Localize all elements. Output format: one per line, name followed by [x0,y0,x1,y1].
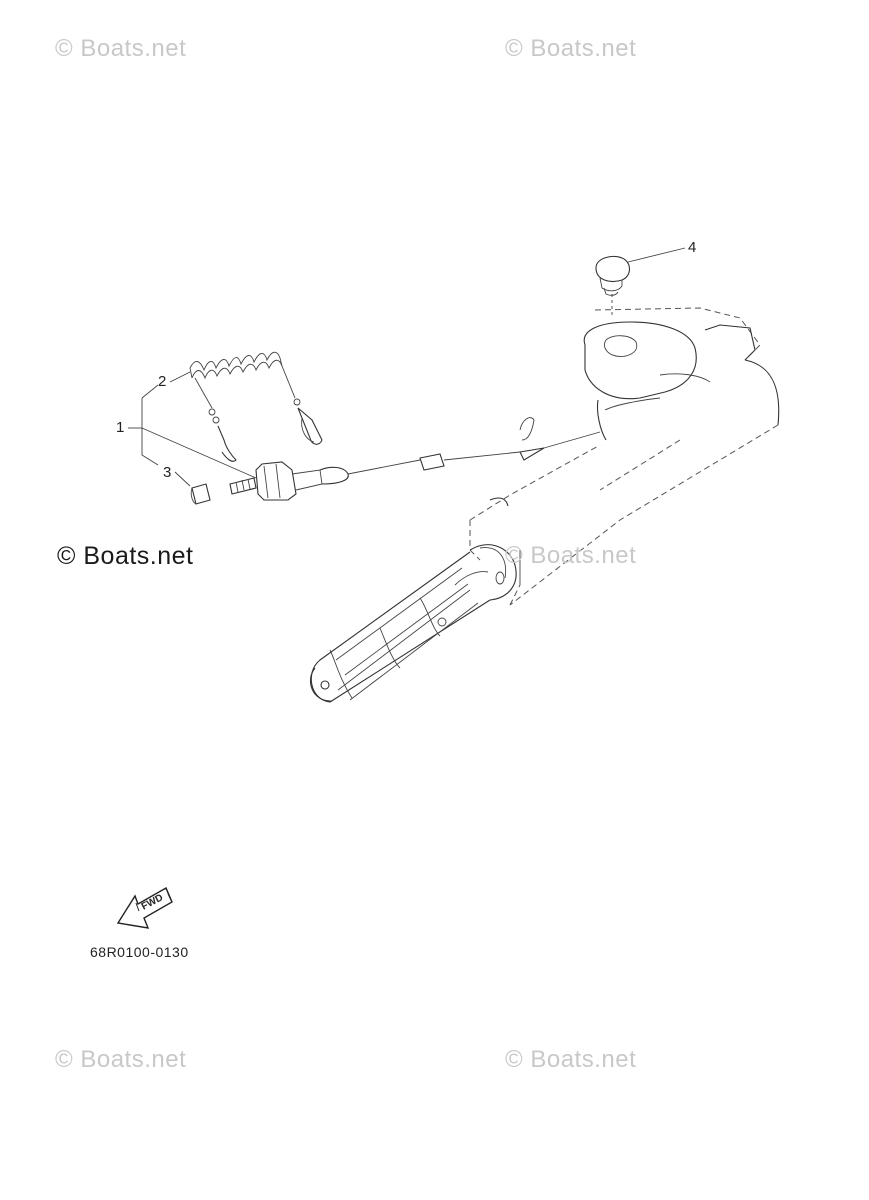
watermark-top-left: © Boats.net [55,35,187,62]
watermark-top-right: © Boats.net [505,35,637,62]
watermark-middle-center: © Boats.net [505,542,637,569]
cap-part-4 [595,247,686,318]
tiller-handle-body [469,307,780,606]
watermark-middle-left: © Boats.net [57,542,194,570]
callout-1: 1 [116,419,125,436]
callout-3: 3 [163,464,172,481]
throttle-grip [310,551,491,703]
watermark-bottom-right: © Boats.net [505,1046,637,1073]
fwd-arrow-icon [116,887,173,929]
callout-4: 4 [688,239,697,256]
lanyard-cord-part-2 [189,351,323,462]
callout-leaders [128,371,257,487]
engine-stop-switch-part-1 [229,417,601,501]
clip-part-3 [190,483,211,505]
diagram-code: 68R0100-0130 [90,944,189,960]
watermark-bottom-left: © Boats.net [55,1046,187,1073]
callout-2: 2 [158,373,167,390]
